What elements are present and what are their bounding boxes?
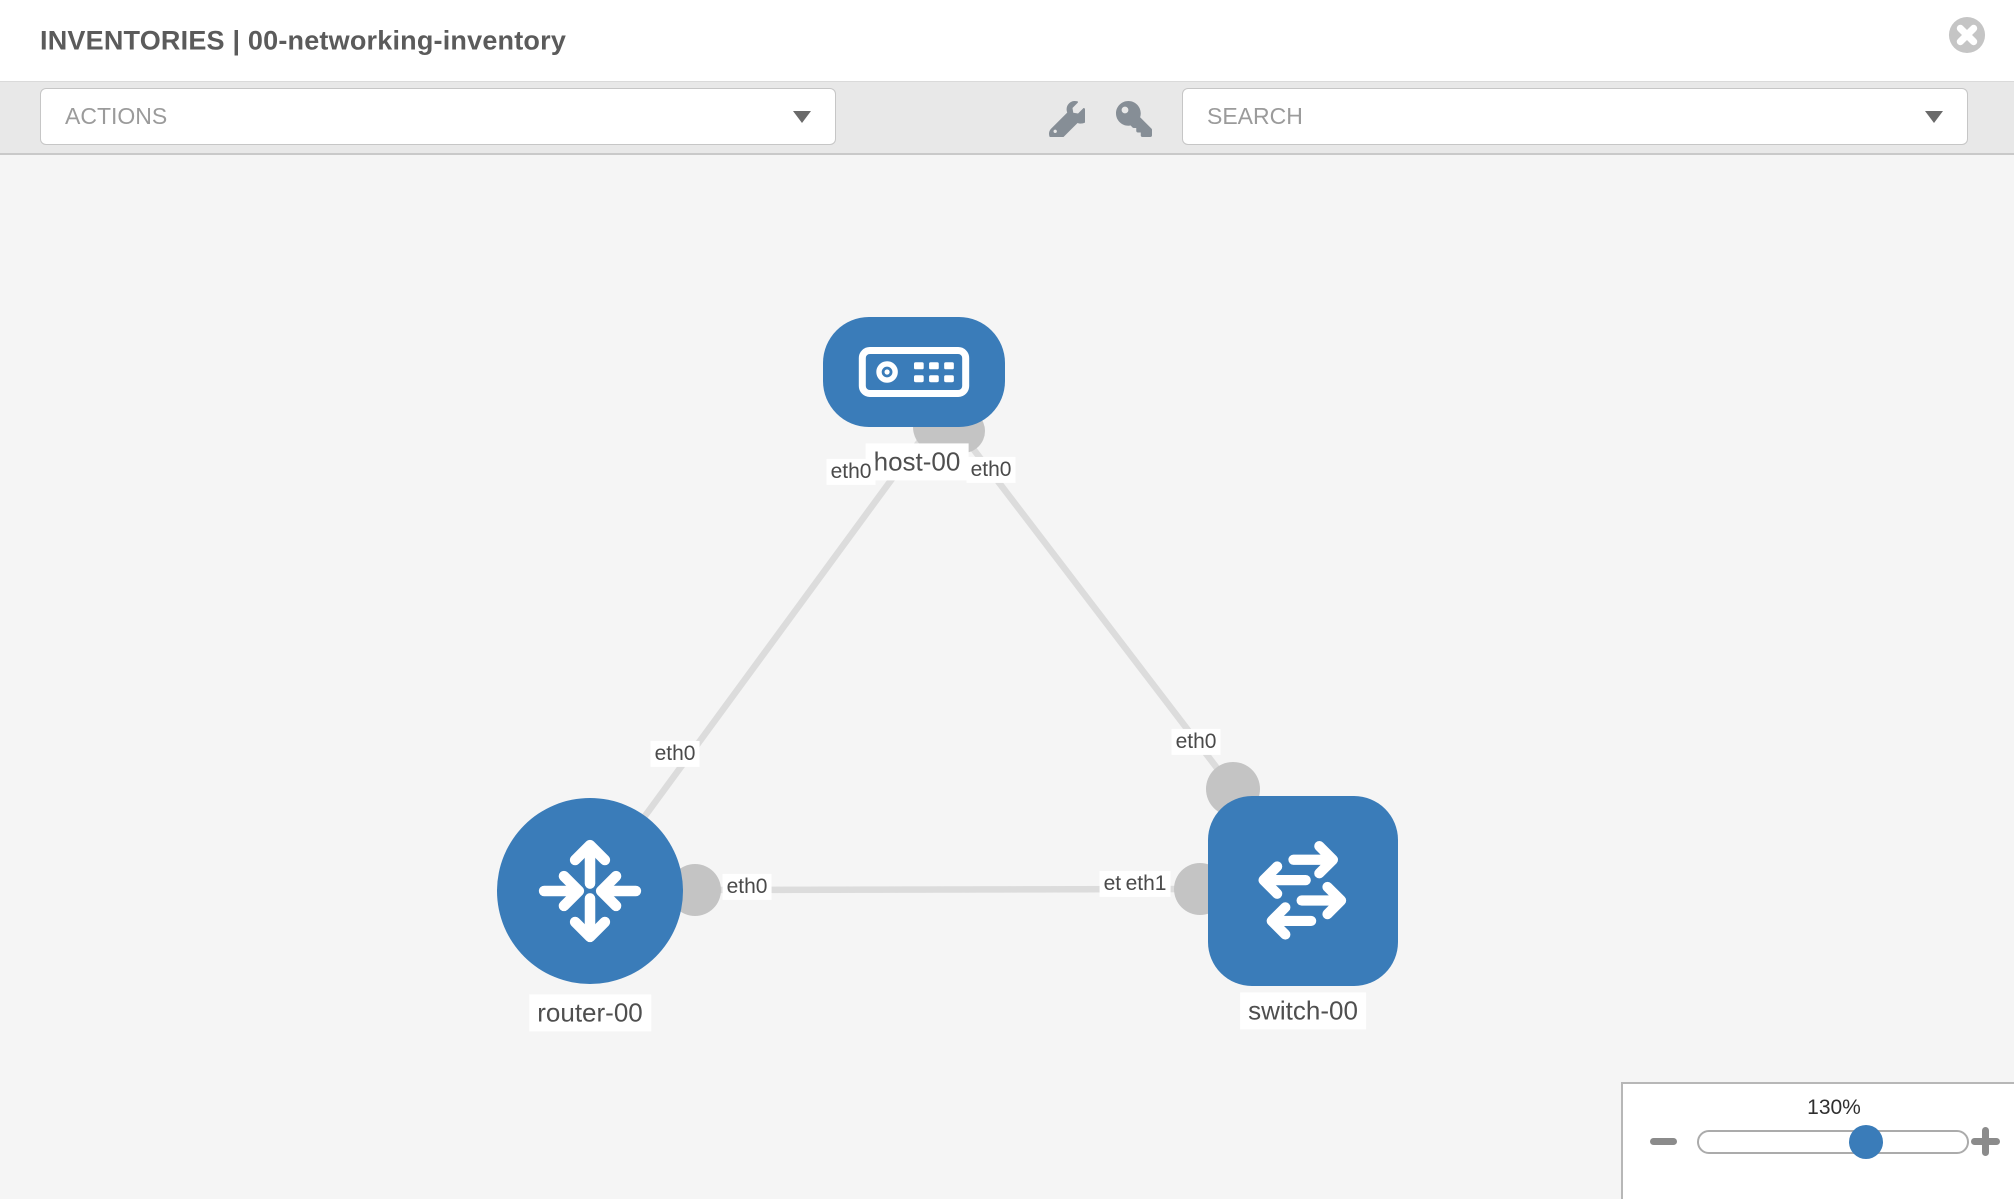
router-arrows-icon [538,839,642,943]
iface-label-switch-eth1: eth1 [1121,870,1171,898]
wrench-icon [1048,101,1090,142]
server-icon [858,346,970,398]
zoom-slider-knob[interactable] [1849,1125,1883,1159]
close-button[interactable] [1948,16,1986,54]
iface-label-router-link-eth0: eth0 [650,740,700,768]
links-layer [587,402,1260,916]
node-router-00[interactable] [497,798,683,984]
actions-dropdown-label: ACTIONS [65,103,168,129]
actions-dropdown[interactable]: ACTIONS [40,88,836,145]
minus-icon[interactable] [1650,1138,1677,1145]
toolbar: ACTIONS SEARCH [0,81,2014,155]
plus-icon[interactable] [1971,1127,2000,1156]
iface-label-router-eth0: eth0 [722,873,772,901]
node-host-00[interactable] [823,317,1005,427]
zoom-level-value: 130% [1807,1096,1861,1119]
iface-label-host-eth0-right: eth0 [966,456,1016,484]
node-label-router: router-00 [529,994,651,1032]
iface-label-switch-link-eth0: eth0 [1171,728,1221,756]
topology-canvas[interactable]: host-00 router-00 switch-00 eth0 eth0 et… [0,155,2014,1199]
key-icon [1116,101,1152,137]
zoom-slider-track[interactable] [1697,1130,1969,1154]
close-icon [1948,16,1986,54]
link-host-router [587,425,933,893]
search-dropdown-label: SEARCH [1207,103,1303,129]
header-bar: INVENTORIES | 00-networking-inventory [0,0,2014,81]
configure-button[interactable] [1048,101,1090,142]
chevron-down-icon [793,110,811,123]
switch-arrows-icon [1258,841,1347,940]
credentials-button[interactable] [1116,101,1152,137]
search-dropdown[interactable]: SEARCH [1182,88,1968,145]
node-switch-00[interactable] [1208,796,1398,986]
page-title: INVENTORIES | 00-networking-inventory [40,25,567,55]
chevron-down-icon [1925,110,1943,123]
zoom-control-panel: 130% [1621,1082,2014,1199]
iface-label-host-eth0-left: eth0 [826,458,876,486]
node-label-switch: switch-00 [1240,992,1366,1030]
node-label-host: host-00 [865,443,969,481]
